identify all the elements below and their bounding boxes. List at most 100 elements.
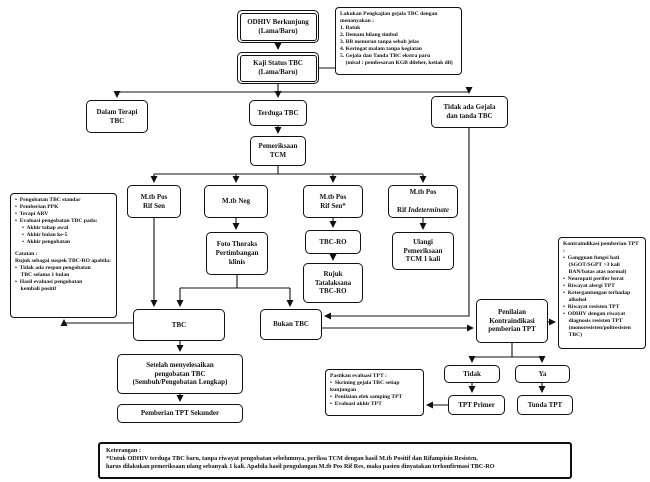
note-list-item: • ODHIV dengan riwayat diagnosis resiste… [563,310,631,338]
penilaian-label: Penilaian Kontraindikasi pemberian TPT [488,307,536,334]
ulangi-tcm-label: Ulangi Pemeriksaan TCM 1 kali [403,237,443,264]
note-list-item: • Evaluasi pengobatan TBC pada: [15,217,98,224]
node-tpt-primer: TPT Primer [448,395,505,415]
odhiv-subtitle: (Lama/Baru) [258,26,298,35]
node-penilaian-kontraindikasi: Penilaian Kontraindikasi pemberian TPT [476,299,548,343]
note-list-item: (misal : pembesaran KGB dileher, ketiak … [340,59,453,66]
mtb-pos-rif-sen-label: M.tb Pos Rif Sen [140,192,168,210]
note-list-item: • Akhir bulan ke-5 [15,231,68,238]
terduga-label: Terduga TBC [257,108,299,117]
node-tbc: TBC [133,309,225,341]
note-list-item: • Pemberian PPK [15,203,59,210]
note-list-item: 3. BB menurun tanpa sebab jelas [340,38,419,45]
node-bukan-tbc: Bukan TBC [260,309,322,340]
mtb-indeterminate-line2: Rif Indeterminate [397,206,449,215]
node-kaji-status-tbc: Kaji Status TBC (Lama/Baru) [237,52,319,84]
note-list-item: 4. Keringat malam tanpa kegiatan [340,45,422,52]
tunda-tpt-label: Tunda TPT [527,400,563,409]
odhiv-title: ODHIV Berkunjung [247,17,309,26]
pengkajian-title: Lakukan Pengkajian gejala TBC dengan men… [340,11,438,24]
evaluasi-title: Pastikan evaluasi TPT : [330,373,387,379]
note-list-item: • Ketergantungan terhadap alkohol [563,289,631,303]
note-list-item: • Gangguan fungsi hati (SGOT/SGPT >3 kal… [563,254,627,275]
node-odhiv-label: ODHIV Berkunjung (Lama/Baru) [247,18,309,36]
mtb-pos-rif-sen-star-label: M.tb Pos Rif Sen* [319,192,347,210]
connector-tcm-branch [154,166,423,175]
note-list-item: • Akhir pengobatan [15,238,71,245]
mtb-neg-label: M.tb Neg [222,197,250,206]
node-tidak: Tidak [444,365,500,383]
note-kontraindikasi: Kontraindikasi pemberian TPT : • Ganggua… [558,237,646,349]
node-mtb-pos-rif-sen: M.tb Pos Rif Sen [127,185,181,218]
note-list-item: • Akhir tahap awal [15,224,69,231]
dalam-terapi-label: Dalam Terapi TBC [96,107,138,125]
rujuk-label: Rujuk Tatalaksana TBC-RO [314,269,352,296]
tbc-label: TBC [171,320,187,329]
node-mtb-pos-rif-indeterminate: M.tb Pos Rif Indeterminate [388,185,458,218]
note-list-item: • Evaluasi akhir TPT [330,400,382,407]
terapi-items: • Pengobatan TBC standar• Pemberian PPK•… [15,197,112,246]
kaji-subtitle: (Lama/Baru) [258,68,298,76]
connector-penilaian-branch [472,343,542,358]
node-pemberian-tpt-sekunder: Pemberian TPT Sekunder [117,404,243,423]
node-setelah-pengobatan: Setelah menyelesaikan pengobatan TBC (Se… [117,354,243,394]
node-tbc-ro: TBC-RO [305,230,361,254]
ya-label: Ya [538,369,547,378]
note-list-item: 5. Gejala dan Tanda TBC ekstra paru [340,52,431,59]
tpt-primer-label: TPT Primer [458,400,495,409]
kontraindikasi-title: Kontraindikasi pemberian TPT : [563,241,641,254]
connector-foto-branch [180,275,290,289]
catatan-intro: Rujuk sebagai suspek TBC-RO apabila: [15,257,111,264]
tpt-sekunder-label: Pemberian TPT Sekunder [140,409,220,418]
node-ya: Ya [515,365,570,383]
tidak-gejala-label: Tidak ada Gejala dan tanda TBC [443,103,496,120]
tidak-label: Tidak [463,369,481,378]
connector-tidak-gejala-to-bukan-tbc [324,128,470,320]
evaluasi-items: • Skrining gejala TBC setiap kunjungan• … [330,380,419,408]
tcm-label: Pemeriksaan TCM [258,142,298,159]
note-list-item: • Pengobatan TBC standar [15,197,81,203]
note-terapi-tbc: • Pengobatan TBC standar• Pemberian PPK•… [10,193,117,318]
note-keterangan: Keterangan : *Untuk ODHIV terduga TBC ba… [98,442,572,479]
note-pengkajian-gejala: Lakukan Pengkajian gejala TBC dengan men… [335,7,462,75]
node-kaji-label: Kaji Status TBC (Lama/Baru) [253,59,303,77]
note-list-item: • Skrining gejala TBC setiap kunjungan [330,379,401,393]
connector-tbc-to-terapi-note [60,319,133,326]
rif-indeterminate-italic: Indeterminate [408,205,449,214]
connector-kaji-branch [117,84,469,93]
keterangan-body: *Untuk ODHIV terduga TBC baru, tanpa riw… [106,455,495,471]
note-list-item: • Tidak ada respon pengobatan TBC selama… [15,264,91,278]
node-tunda-tpt: Tunda TPT [517,395,573,415]
note-list-item: 1. Batuk [340,24,361,31]
note-list-item: • Hasil evaluasi pengobatan kembali posi… [15,278,83,292]
bukan-tbc-label: Bukan TBC [273,320,309,329]
note-list-item: • Riwayat alergi TPT [563,282,615,289]
node-foto-thoraks: Foto Thoraks Pertimbangan klinis [206,232,268,275]
mtb-indeterminate-label: M.tb Pos Rif Indeterminate [397,180,449,224]
note-list-item: • Penilaian efek samping TPT [330,393,403,400]
catatan-title: Catatan : [15,250,38,257]
keterangan-title: Keterangan : [106,447,141,454]
kontraindikasi-items: • Gangguan fungsi hati (SGOT/SGPT >3 kal… [563,255,641,339]
node-mtb-neg: M.tb Neg [204,185,268,218]
tbc-ro-label: TBC-RO [319,237,347,246]
catatan-items: • Tidak ada respon pengobatan TBC selama… [15,265,112,293]
node-dalam-terapi-tbc: Dalam Terapi TBC [86,100,148,133]
node-mtb-pos-rif-sen-star: M.tb Pos Rif Sen* [303,185,363,218]
note-evaluasi-tpt: Pastikan evaluasi TPT : • Skrining gejal… [325,369,424,416]
foto-thoraks-label: Foto Thoraks Pertimbangan klinis [215,240,259,266]
node-rujuk-tatalaksana: Rujuk Tatalaksana TBC-RO [303,263,363,303]
note-list-item: • Neuropati perifer berat [563,275,624,282]
note-list-item: • Terapi ARV [15,210,49,217]
node-pemeriksaan-tcm: Pemeriksaan TCM [250,136,306,166]
mtb-indeterminate-line1: M.tb Pos [409,188,437,197]
node-terduga-tbc: Terduga TBC [249,100,307,126]
note-list-item: 2. Demam hilang timbul [340,31,398,38]
kaji-title: Kaji Status TBC [253,59,303,68]
node-odhiv-berkunjung: ODHIV Berkunjung (Lama/Baru) [237,10,319,43]
node-tidak-ada-gejala: Tidak ada Gejala dan tanda TBC [431,96,508,128]
rif-prefix: Rif [397,205,409,214]
